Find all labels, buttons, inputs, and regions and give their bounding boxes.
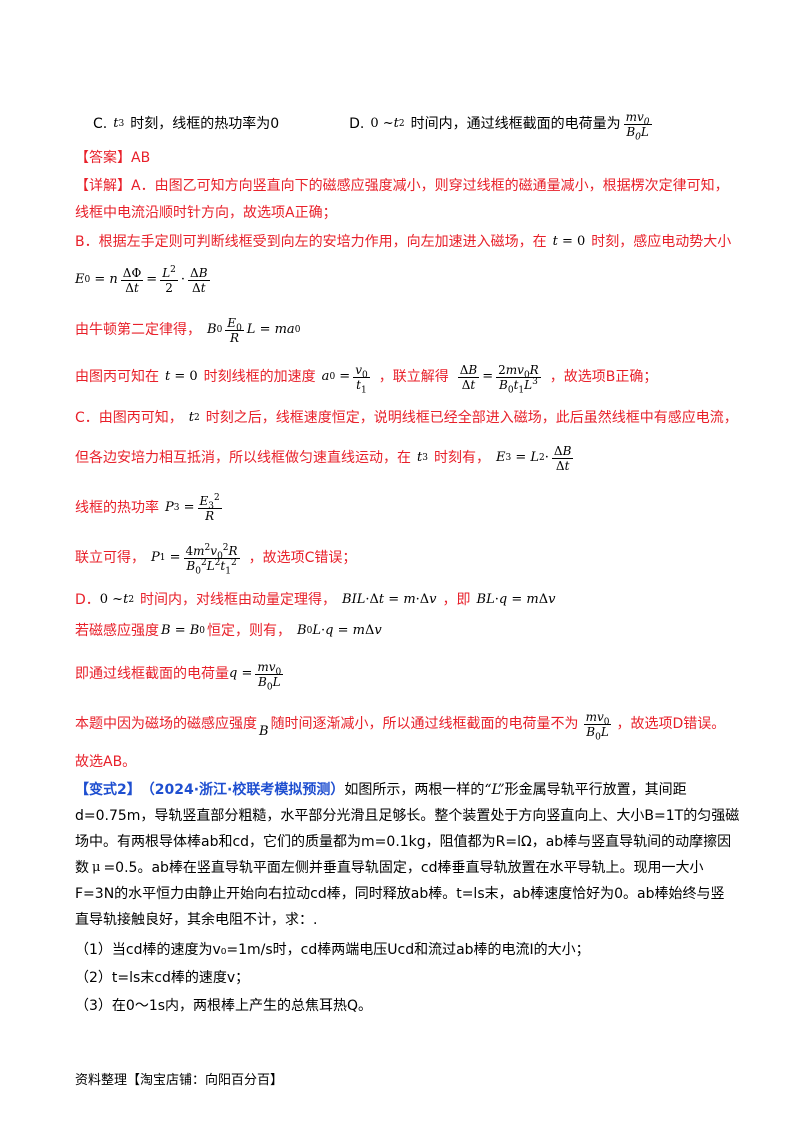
- detail-c-combine-text: 联立可得，: [75, 550, 145, 566]
- detail-d-text4a: 本题中因为磁场的磁感应强度: [75, 716, 257, 732]
- option-d-text: 时间内，通过线框截面的电荷量为: [410, 116, 621, 132]
- variant-text4b: =0.5。ab棒在竖直导轨平面左侧并垂直导轨固定，cd棒垂直导轨放置在水平导轨上…: [103, 860, 704, 876]
- variant-text4a: 数: [75, 860, 89, 876]
- option-c-text: 时刻，线框的热功率为0: [130, 116, 280, 132]
- variant-text1c: 形金属导轨平行放置，其间距: [504, 782, 687, 798]
- detail-c-heat-text: 线框的热功率: [75, 500, 159, 516]
- detail-d-text1b: 时间内，对线框由动量定理得，: [140, 592, 337, 608]
- answer: 【答案】AB: [75, 150, 151, 166]
- variant-line4: 数 μ =0.5。ab棒在竖直导轨平面左侧并垂直导轨固定，cd棒垂直导轨放置在水…: [75, 858, 740, 878]
- detail-b-text3b: 时刻线框的加速度: [203, 369, 316, 385]
- variant-line1: 【变式2】 （2024·浙江·校联考模拟预测） 如图所示，两根一样的 “L” 形…: [75, 780, 740, 800]
- variant-source: （2024·浙江·校联考模拟预测）: [140, 782, 345, 798]
- detail-a-line2: 线框中电流沿顺时针方向，故选项A正确；: [75, 205, 337, 221]
- detail-c-text2b: 时刻有，: [433, 450, 490, 466]
- detail-b-text3a: 由图丙可知在: [75, 369, 159, 385]
- question-1: （1）当cd棒的速度为v₀=1m/s时，cd棒两端电压Ucd和流过ab棒的电流I…: [75, 942, 590, 958]
- variant-label: 【变式2】: [75, 782, 141, 798]
- detail-d-text1c: ，即: [442, 592, 471, 608]
- detail-d-text2a: 若磁感应强度: [75, 623, 159, 639]
- question-2: （2）t=ls末cd棒的速度v；: [75, 970, 250, 986]
- detail-c-conclusion: ，故选项C错误；: [248, 550, 357, 566]
- detail-b-line1: B．根据左手定则可判断线框受到向左的安培力作用，向左加速进入磁场，在 t = 0…: [75, 232, 740, 252]
- variant-line6: 直导轨接触良好，其余电阻不计，求：.: [75, 912, 318, 928]
- detail-b-text3d: ，故选项B正确；: [549, 369, 658, 385]
- detail-d-text1a: D．: [75, 592, 100, 608]
- variant-line3: 场中。有两根导体棒ab和cd，它们的质量都为m=0.1kg，阻值都为R=lΩ，a…: [75, 834, 732, 850]
- footer-source: 资料整理【淘宝店铺：向阳百分百】: [75, 1073, 284, 1088]
- detail-b-text3c: ，联立解得: [378, 369, 449, 385]
- detail-d-line4: 本题中因为磁场的磁感应强度 B 随时间逐渐减小，所以通过线框截面的电荷量不为 m…: [75, 709, 726, 742]
- detail-d-text4b: 随时间逐渐减小，所以通过线框截面的电荷量不为: [270, 716, 579, 732]
- detail-d-text3: 即通过线框截面的电荷量: [75, 666, 229, 682]
- variant-text1a: 如图所示，两根一样的: [344, 782, 485, 798]
- detail-final: 故选AB。: [75, 754, 137, 770]
- detail-a-text1: A．由图乙可知方向竖直向下的磁感应强度减小，则穿过线框的磁通量减小，根据楞次定律…: [131, 178, 729, 194]
- detail-label: 【详解】: [75, 178, 131, 194]
- detail-d-text4c: ，故选项D错误。: [616, 716, 726, 732]
- detail-b-t0: t = 0: [552, 234, 586, 249]
- detail-c-text1a: C．由图丙可知，: [75, 410, 183, 426]
- variant-line2: d=0.75m，导轨竖直部分粗糙，水平部分光滑且足够长。整个装置处于方向竖直向上…: [75, 808, 740, 824]
- detail-b-text1a: B．根据左手定则可判断线框受到向左的安培力作用，向左加速进入磁场，在: [75, 234, 547, 250]
- detail-c-text1b: 时刻之后，线框速度恒定，说明线框已经全部进入磁场，此后虽然线框中有感应电流，: [205, 410, 738, 426]
- detail-d-text2b: 恒定，则有，: [207, 623, 292, 639]
- mu-symbol: μ: [92, 860, 101, 875]
- variant-line5: F=3N的水平恒力由静止开始向右拉动cd棒，同时释放ab棒。t=ls末，ab棒速…: [75, 886, 725, 902]
- detail-b-text1b: 时刻，感应电动势大小: [591, 234, 732, 250]
- question-3: （3）在0～1s内，两根棒上产生的总焦耳热Q。: [75, 998, 373, 1014]
- detail-b-newton-text: 由牛顿第二定律得，: [75, 322, 201, 338]
- detail-c-text2a: 但各边安培力相互抵消，所以线框做匀速直线运动，在: [75, 450, 411, 466]
- option-c-letter: C.: [93, 116, 108, 132]
- detail-a-line1: 【详解】 A．由图乙可知方向竖直向下的磁感应强度减小，则穿过线框的磁通量减小，根…: [75, 176, 740, 196]
- option-d-letter: D.: [349, 116, 365, 132]
- variant-text1b: “L”: [484, 782, 505, 798]
